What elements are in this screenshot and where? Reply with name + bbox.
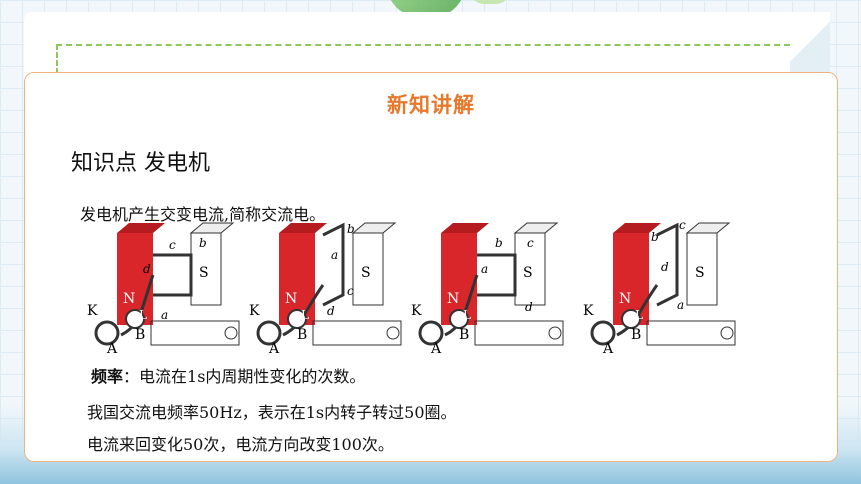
dashed-frame — [56, 44, 800, 74]
section-title: 新知讲解 — [387, 93, 475, 117]
pole-s-label: S — [361, 265, 371, 281]
brush-l-label: L — [139, 308, 147, 322]
label-b: b — [347, 222, 355, 236]
label-b-brush: B — [631, 327, 641, 343]
label-b-brush: B — [459, 327, 469, 343]
content-card: 新知讲解 知识点 发电机 发电机产生交变电流,简称交流电。 N S L a b … — [24, 72, 838, 462]
brush-l-label: L — [463, 308, 471, 322]
direction-explanation: 电流来回变化50次，电流方向改变100次。 — [87, 435, 394, 454]
label-c: c — [679, 218, 686, 232]
label-c: c — [169, 238, 176, 252]
pole-n-label: N — [123, 291, 135, 307]
label-a-ring: A — [268, 341, 280, 355]
label-b: b — [199, 236, 207, 250]
label-a-ring: A — [106, 341, 118, 355]
pole-n-label: N — [619, 291, 631, 307]
label-b: b — [495, 236, 503, 250]
knowledge-point-heading: 知识点 发电机 — [71, 151, 210, 176]
label-c: c — [347, 284, 354, 298]
frequency-label: 频率 — [91, 367, 124, 386]
page-fold — [790, 12, 830, 72]
frequency-line: 频率：电流在1s内周期性变化的次数。 — [91, 363, 365, 387]
leaf-decoration-small — [470, 0, 510, 4]
pole-s-label: S — [695, 265, 705, 281]
label-c: c — [527, 236, 534, 250]
label-k: K — [87, 303, 98, 319]
generator-diagram-4: N S L a b c d K B A — [583, 218, 736, 355]
frequency-explanation: 我国交流电频率50Hz，表示在1s内转子转过50圈。 — [87, 403, 457, 422]
label-d: d — [143, 262, 151, 276]
label-a: a — [677, 298, 684, 312]
label-a: a — [161, 308, 168, 322]
label-d: d — [661, 260, 669, 274]
intro-text: 发电机产生交变电流,简称交流电。 — [80, 205, 326, 224]
label-k: K — [583, 303, 594, 319]
generator-diagram-3: N S L a b c d K B A — [411, 222, 564, 355]
label-d: d — [525, 300, 533, 314]
pole-s-label: S — [523, 265, 533, 281]
pole-s-label: S — [199, 265, 209, 281]
frequency-text: ：电流在1s内周期性变化的次数。 — [123, 367, 366, 386]
generator-diagram-1: N S L a b c d K B A — [87, 222, 240, 355]
label-b: b — [651, 230, 659, 244]
label-a: a — [481, 262, 488, 276]
brush-l-label: L — [301, 308, 309, 322]
label-k: K — [249, 303, 260, 319]
label-k: K — [411, 303, 422, 319]
label-b-brush: B — [297, 327, 307, 343]
label-b-brush: B — [135, 327, 145, 343]
brush-l-label: L — [635, 308, 643, 322]
label-a-ring: A — [430, 341, 442, 355]
pole-n-label: N — [285, 291, 297, 307]
generator-diagram-2: N S L a b c d K B A — [249, 222, 402, 355]
label-a-ring: A — [602, 341, 614, 355]
label-a: a — [331, 248, 338, 262]
pole-n-label: N — [447, 291, 459, 307]
label-d: d — [327, 304, 335, 318]
